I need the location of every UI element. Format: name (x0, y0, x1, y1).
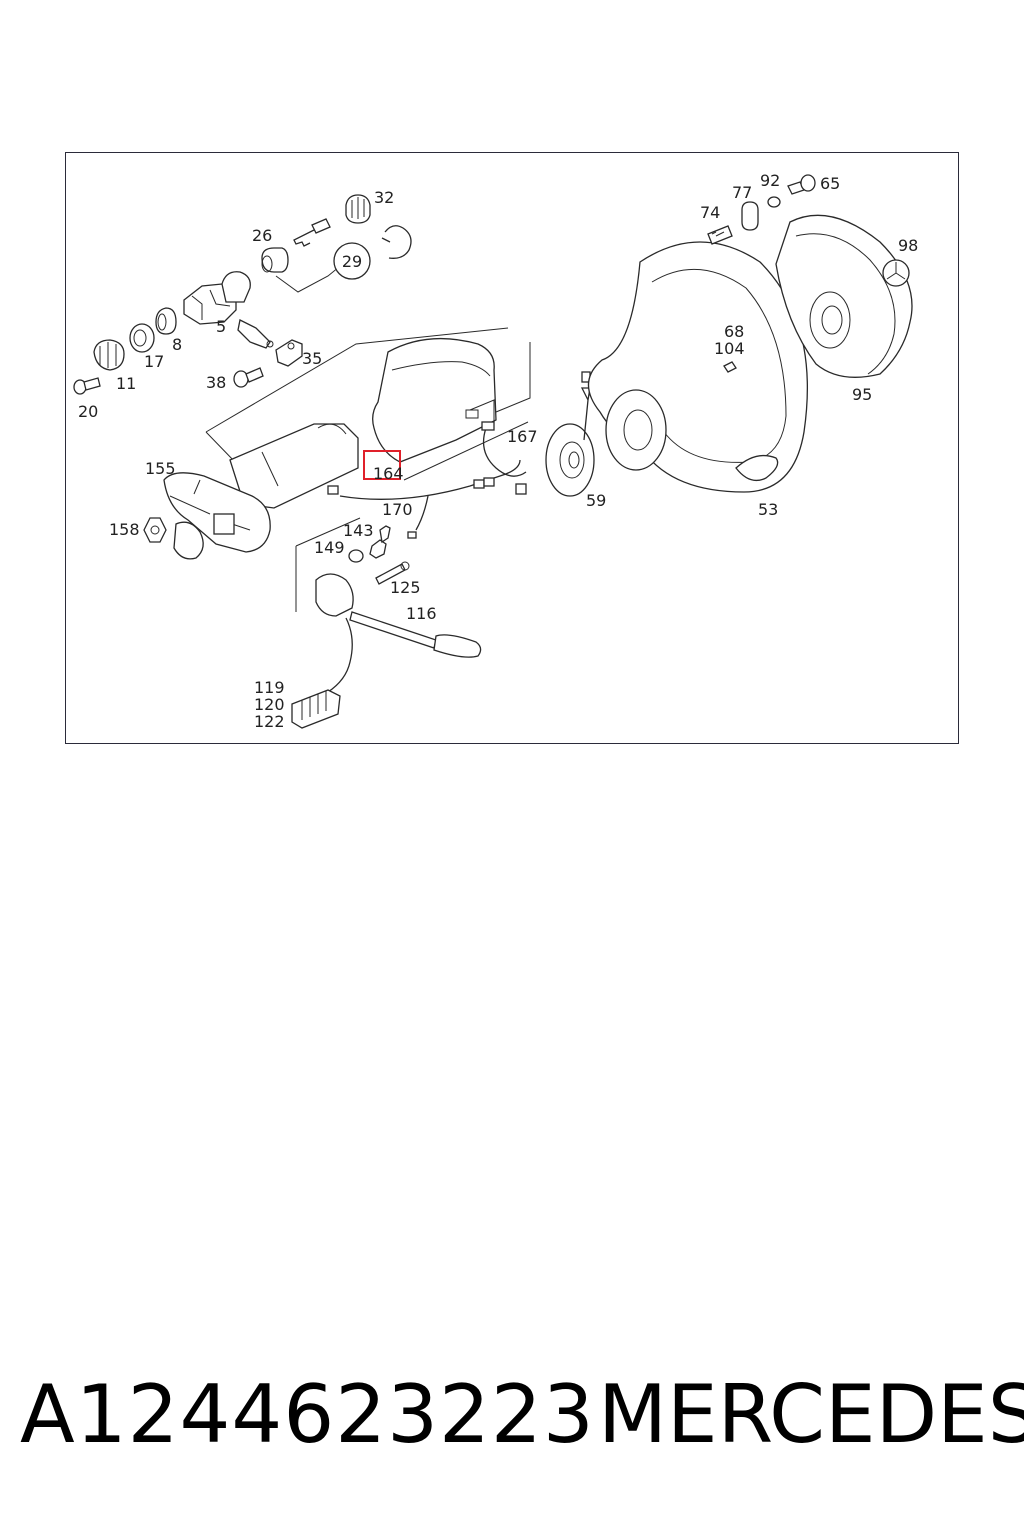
callout-158[interactable]: 158 (109, 520, 140, 539)
callout-17[interactable]: 17 (144, 352, 164, 371)
callout-167[interactable]: 167 (507, 427, 538, 446)
part-5-lock-housing (183, 271, 274, 349)
part-53-steering-wheel (587, 241, 809, 493)
callout-125[interactable]: 125 (390, 578, 421, 597)
callout-164[interactable]: 164 (373, 464, 404, 483)
brand-name: MERCEDES (598, 1368, 1024, 1461)
callout-74[interactable]: 74 (700, 203, 720, 222)
part-125-bolt (375, 561, 410, 585)
callout-120[interactable]: 120 (254, 695, 285, 714)
callout-116[interactable]: 116 (406, 604, 437, 623)
callout-59[interactable]: 59 (586, 491, 606, 510)
part-38-bolt (233, 367, 264, 388)
part-8-ring (155, 307, 177, 335)
callout-65[interactable]: 65 (820, 174, 840, 193)
part-32-bush (345, 194, 371, 224)
part-35-clip (275, 339, 303, 367)
part-29-circle (333, 242, 371, 280)
part-158-nut (143, 517, 167, 543)
callout-149[interactable]: 149 (314, 538, 345, 557)
callout-122[interactable]: 122 (254, 712, 285, 731)
part-143-bolt (369, 525, 391, 559)
callout-77[interactable]: 77 (732, 183, 752, 202)
callout-29[interactable]: 29 (342, 252, 362, 271)
callout-32[interactable]: 32 (374, 188, 394, 207)
callout-170[interactable]: 170 (382, 500, 413, 519)
part-95-cover (775, 214, 913, 378)
part-104-screw (723, 361, 737, 373)
callout-26[interactable]: 26 (252, 226, 272, 245)
callout-35[interactable]: 35 (302, 349, 322, 368)
part-26-lock-cylinder (261, 247, 289, 273)
part-74-spring (707, 225, 733, 245)
callout-143[interactable]: 143 (343, 521, 374, 540)
callout-8[interactable]: 8 (172, 335, 182, 354)
part-119-120-122-connector (291, 689, 341, 729)
part-98-emblem (882, 259, 910, 287)
part-number: A1244623223 (20, 1368, 595, 1461)
diagram-frame (65, 152, 959, 744)
callout-68[interactable]: 68 (724, 322, 744, 341)
part-167-170-wiring (327, 421, 527, 539)
callout-98[interactable]: 98 (898, 236, 918, 255)
part-116-stalk-switch (315, 573, 482, 693)
part-77-spacer (741, 201, 759, 231)
callout-20[interactable]: 20 (78, 402, 98, 421)
callout-53[interactable]: 53 (758, 500, 778, 519)
callout-92[interactable]: 92 (760, 171, 780, 190)
callout-38[interactable]: 38 (206, 373, 226, 392)
callout-11[interactable]: 11 (116, 374, 136, 393)
highlight-box-164 (363, 450, 401, 480)
part-11-cap (93, 339, 125, 371)
callout-5[interactable]: 5 (216, 317, 226, 336)
part-149-washer (348, 549, 364, 563)
callout-119[interactable]: 119 (254, 678, 285, 697)
part-155-switch (163, 472, 271, 560)
part-59-plate (545, 371, 595, 497)
part-65-bolt (787, 174, 816, 195)
steering-parts-diagram: 32 26 29 5 17 8 11 20 38 35 155 158 164 … (73, 171, 918, 731)
callout-155[interactable]: 155 (145, 459, 176, 478)
callout-104[interactable]: 104 (714, 339, 745, 358)
part-17-ring (129, 323, 155, 353)
part-92-washer (767, 196, 781, 208)
part-clip (381, 225, 412, 259)
part-164-column-cover (372, 337, 497, 463)
callout-95[interactable]: 95 (852, 385, 872, 404)
part-20-screw (73, 377, 101, 395)
part-key (293, 218, 331, 247)
